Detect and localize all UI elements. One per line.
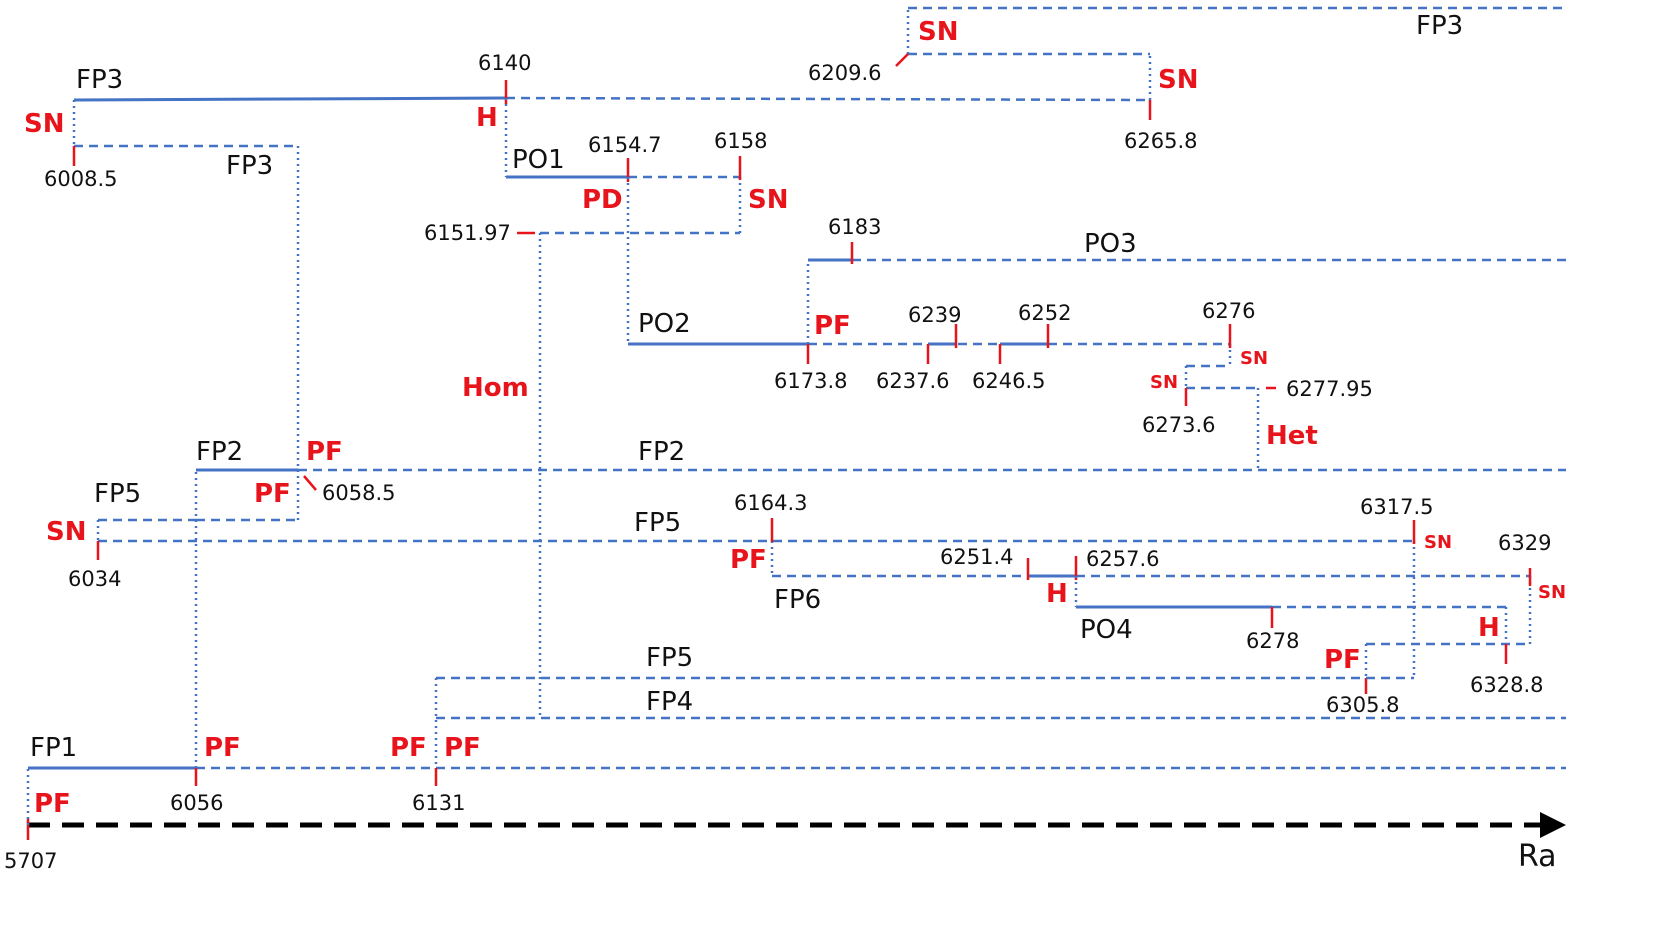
branch-label-po2: PO2 <box>638 309 691 339</box>
bifurcation-hom: Hom <box>462 373 529 403</box>
bifurcation-pf: PF <box>444 733 481 763</box>
ra-value-label: 6008.5 <box>44 167 117 191</box>
ra-value-label: 6257.6 <box>1086 547 1159 571</box>
branch-label-po3: PO3 <box>1084 229 1137 259</box>
ra-value-label: 6237.6 <box>876 369 949 393</box>
ra-value-label: 6276 <box>1202 299 1255 323</box>
bifurcation-pf: PF <box>204 733 241 763</box>
fp3-stable-segment <box>73 96 507 102</box>
bifurcation-h: H <box>476 103 498 133</box>
bifurcation-sn: SN <box>1538 582 1566 603</box>
ra-value-label: 6329 <box>1498 531 1551 555</box>
branch-label-fp3: FP3 <box>1416 11 1463 41</box>
bifurcation-sn: SN <box>46 517 87 547</box>
branch-label-fp1: FP1 <box>30 733 77 763</box>
bifurcation-pf: PF <box>306 437 343 467</box>
bifurcation-pf: PF <box>254 479 291 509</box>
ra-value-label: 6278 <box>1246 629 1299 653</box>
ra-value-label: 6265.8 <box>1124 129 1197 153</box>
ra-value-label: 6140 <box>478 51 531 75</box>
ra-value-label: 6173.8 <box>774 369 847 393</box>
ra-value-label: 6209.6 <box>808 61 881 85</box>
ra-value-label: 6277.95 <box>1286 377 1373 401</box>
ra-value-label: 6034 <box>68 567 121 591</box>
ra-value-label: 6154.7 <box>588 133 661 157</box>
branch-label-fp3: FP3 <box>76 65 123 95</box>
ra-value-label: 6305.8 <box>1326 693 1399 717</box>
ra-value-label: 6317.5 <box>1360 495 1433 519</box>
ra-value-label: 6239 <box>908 303 961 327</box>
ra-value-label: 6328.8 <box>1470 673 1543 697</box>
ra-value-label: 6273.6 <box>1142 413 1215 437</box>
branch-label-fp2: FP2 <box>638 437 685 467</box>
ra-value-label: 6058.5 <box>322 481 395 505</box>
branch-label-po1: PO1 <box>512 145 565 175</box>
branch-label-fp4: FP4 <box>646 687 693 717</box>
branch-label-fp3: FP3 <box>226 151 273 181</box>
bifurcation-pf: PF <box>390 733 427 763</box>
bifurcation-pf: PF <box>34 789 71 819</box>
ra-value-label: 6164.3 <box>734 491 807 515</box>
axis-label: Ra <box>1518 839 1557 874</box>
branch-label-fp5: FP5 <box>94 479 141 509</box>
bifurcation-sn: SN <box>1240 348 1268 369</box>
bifurcation-pd: PD <box>582 185 623 215</box>
ra-value-label: 6056 <box>170 791 223 815</box>
branch-label-fp5: FP5 <box>634 508 681 538</box>
bifurcation-het: Het <box>1266 421 1318 451</box>
bifurcation-sn: SN <box>1150 372 1178 393</box>
bifurcation-sn: SN <box>1424 532 1452 553</box>
ra-value-label: 6158 <box>714 129 767 153</box>
bifurcation-sn: SN <box>1158 65 1199 95</box>
tick-6209-6 <box>895 53 909 67</box>
ra-value-label: 6131 <box>412 791 465 815</box>
ra-axis-arrowhead <box>1540 812 1566 838</box>
fp3-unstable-dashed <box>505 96 1151 102</box>
ra-value-label: 6251.4 <box>940 545 1013 569</box>
ra-value-label: 6151.97 <box>424 221 511 245</box>
ra-value-label: 6183 <box>828 215 881 239</box>
bifurcation-h: H <box>1046 579 1068 609</box>
bifurcation-sn: SN <box>918 17 959 47</box>
ra-value-label: 6252 <box>1018 301 1071 325</box>
bifurcation-pf: PF <box>1324 645 1361 675</box>
branch-label-fp5: FP5 <box>646 643 693 673</box>
tick-6058-5 <box>303 475 317 491</box>
branch-label-fp6: FP6 <box>774 585 821 615</box>
axis-origin-value: 5707 <box>4 849 57 873</box>
bifurcation-pf: PF <box>814 311 851 341</box>
branch-label-fp2: FP2 <box>196 437 243 467</box>
ra-value-label: 6246.5 <box>972 369 1045 393</box>
bifurcation-pf: PF <box>730 545 767 575</box>
bifurcation-sn: SN <box>748 185 789 215</box>
bifurcation-h: H <box>1478 613 1500 643</box>
bifurcation-sn: SN <box>24 109 65 139</box>
branch-label-po4: PO4 <box>1080 615 1133 645</box>
